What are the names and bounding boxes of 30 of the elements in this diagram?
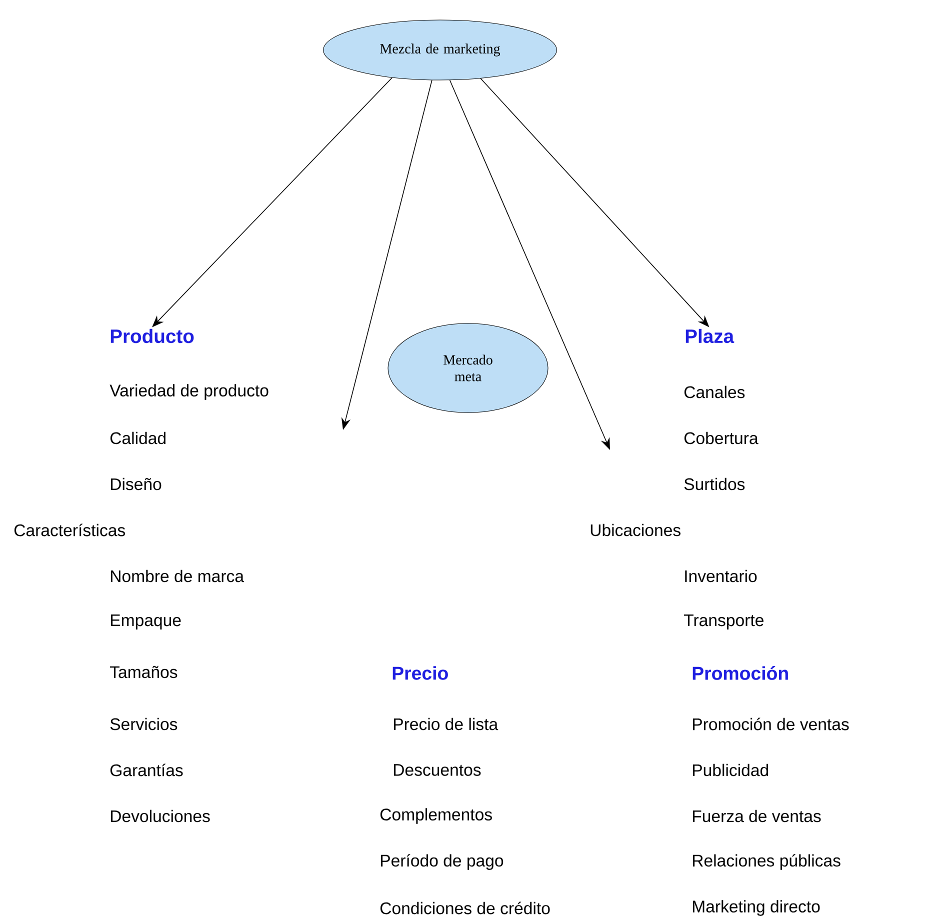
list-item: Precio de lista — [394, 718, 498, 730]
list-item: Surtidos — [684, 478, 745, 490]
list-item: Inventario — [685, 570, 757, 582]
list-item: Complementos — [380, 808, 492, 824]
list-item: Marketing directo — [693, 900, 820, 916]
list-item: Ubicaciones — [590, 524, 680, 536]
list-item: Garantías — [110, 764, 183, 776]
list-item: Tamaños — [110, 666, 178, 678]
list-item: Empaque — [111, 614, 181, 630]
list-item: Variedad de producto — [110, 384, 268, 400]
list-item: Promoción de ventas — [693, 718, 849, 730]
list-item: Canales — [684, 386, 745, 398]
list-item: Descuentos — [394, 764, 481, 776]
list-item: Fuerza de ventas — [693, 810, 821, 822]
list-item: Período de pago — [381, 854, 504, 870]
list-item: Calidad — [110, 432, 166, 444]
list-item: Devoluciones — [111, 810, 210, 822]
list-item: Publicidad — [693, 764, 768, 776]
list-item: Cobertura — [684, 432, 758, 444]
list-item: Diseño — [111, 478, 162, 490]
heading: Precio — [392, 666, 448, 680]
list-item: Transporte — [684, 614, 764, 630]
heading: Promoción — [692, 666, 788, 680]
heading: Producto — [110, 328, 194, 344]
list-item: Relaciones públicas — [693, 854, 840, 870]
list-item: Condiciones de crédito — [380, 902, 550, 914]
heading: Plaza — [686, 328, 734, 344]
list-item: Nombre de marca — [111, 570, 244, 582]
list-item: Características — [14, 524, 125, 536]
list-item: Servicios — [110, 718, 178, 730]
